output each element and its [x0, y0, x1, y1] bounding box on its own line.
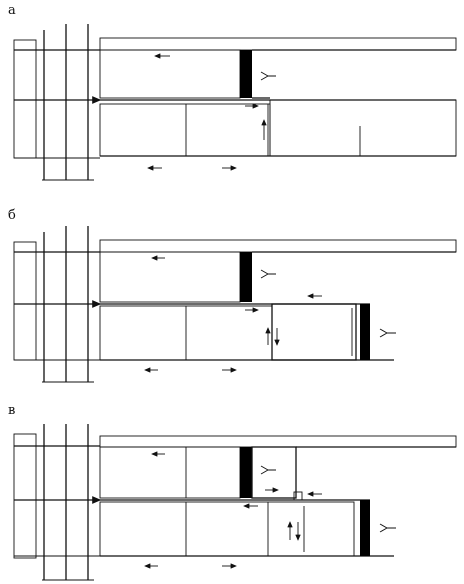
fork-arrow-icon [379, 523, 396, 533]
stope-black [360, 304, 370, 360]
upper-rubble-block [99, 49, 241, 99]
lower-rubble-block-right [269, 99, 457, 157]
upper-rubble-block [99, 446, 241, 499]
top-rubble-band [99, 37, 457, 51]
small-box [293, 491, 303, 501]
left-wall-rubble [13, 241, 37, 361]
stope-black [240, 447, 252, 498]
top-rubble-band [99, 239, 457, 253]
open-chamber [271, 303, 357, 361]
panel-a: а [8, 3, 457, 181]
lower-rubble-block [99, 501, 355, 557]
panel-a-label: а [8, 3, 16, 18]
panel-v-label: в [8, 403, 15, 418]
panel-v: в [8, 403, 457, 581]
fork-arrow-icon [260, 269, 276, 279]
panel-b-label: б [8, 208, 16, 223]
stope-black [360, 500, 370, 556]
stope-black [240, 252, 252, 302]
panel-b: б [8, 208, 457, 383]
fork-arrow-icon [379, 328, 396, 338]
top-rubble-band [99, 435, 457, 448]
left-wall-rubble [13, 433, 37, 559]
left-wall-rubble [13, 39, 37, 159]
lower-rubble-block [99, 103, 271, 157]
fork-arrow-icon [260, 71, 276, 81]
open-chamber-upper [251, 446, 297, 499]
fork-arrow-icon [260, 465, 276, 475]
stope-black [240, 50, 252, 98]
upper-rubble-block [99, 251, 241, 303]
